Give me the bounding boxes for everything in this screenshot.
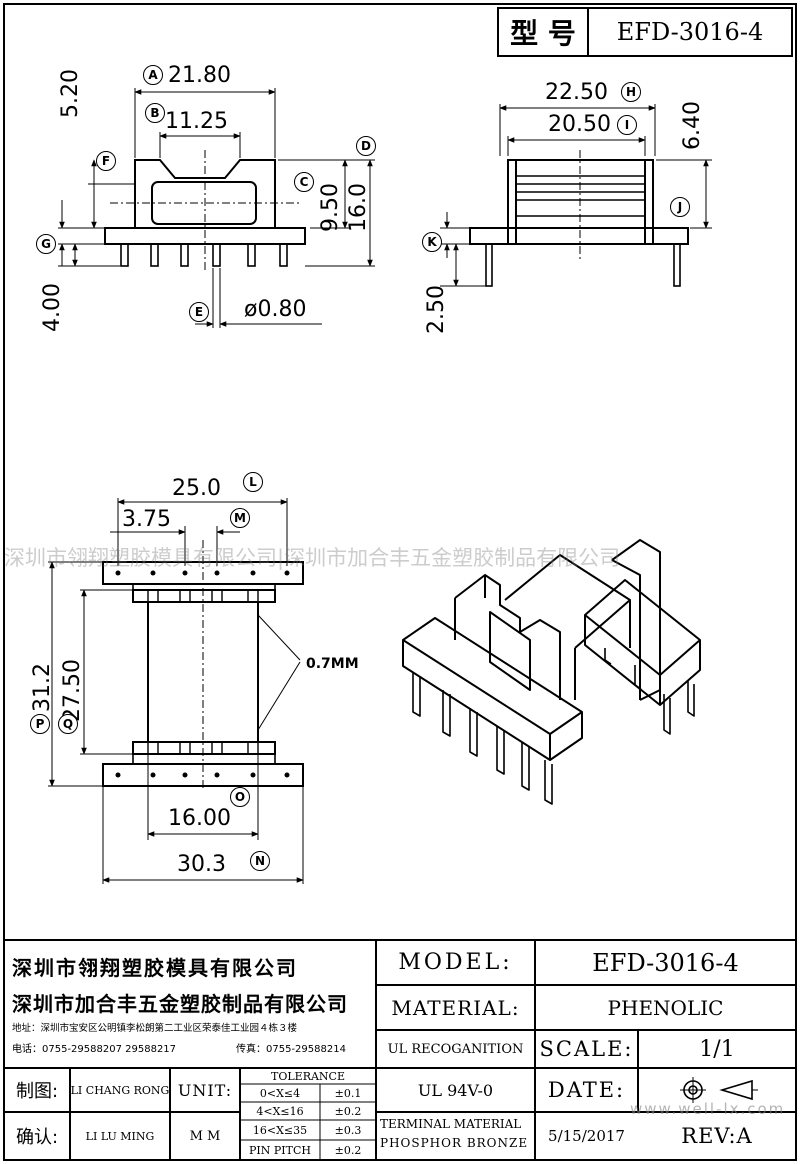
- side-view: [440, 104, 712, 287]
- dim-mid-height-1: 9.50: [318, 183, 343, 232]
- company-name-2: 深圳市加合丰五金塑胶制品有限公司: [12, 992, 348, 1016]
- dim-h-value: 22.50: [545, 80, 608, 105]
- check-label: 确认:: [15, 1127, 59, 1148]
- unit-value: M M: [189, 1128, 221, 1144]
- label-circle-g: G: [36, 234, 56, 254]
- drawn-by-value: LI CHANG RONG: [70, 1083, 170, 1097]
- scale-label: SCALE:: [539, 1037, 634, 1061]
- tolerance-range: 0<X≤4: [259, 1086, 301, 1100]
- outer-frame: [3, 3, 797, 1161]
- label-circle-k: K: [422, 232, 442, 252]
- label-circle-n: N: [250, 851, 270, 871]
- dim-b-value: 11.25: [165, 109, 228, 134]
- tolerance-value: ±0.1: [334, 1086, 362, 1100]
- label-circle-c: C: [294, 172, 314, 192]
- website-watermark: www.well-lx.com: [630, 1100, 786, 1118]
- dim-o-value: 16.00: [168, 806, 231, 831]
- dim-mid-height-2: 16.0: [346, 183, 371, 232]
- ul-label: UL RECOGANITION: [387, 1041, 524, 1057]
- header-model-value: EFD-3016-4: [616, 18, 764, 46]
- model-label: MODEL:: [398, 950, 513, 975]
- dim-pin-diameter: ø0.80: [244, 297, 307, 322]
- dim-side-pin: 2.50: [424, 285, 449, 334]
- header-model-label: 型 号: [510, 17, 576, 50]
- tolerance-title: TOLERANCE: [271, 1069, 345, 1083]
- dim-p-value: 31.2: [30, 663, 55, 712]
- company-address: 地址：深圳市宝安区公明镇李松朗第二工业区荣泰佳工业园４栋３楼: [12, 1023, 298, 1034]
- tolerance-value: ±0.2: [334, 1143, 362, 1157]
- isometric-view: [402, 539, 701, 805]
- label-circle-p: P: [30, 714, 50, 734]
- label-circle-d: D: [356, 136, 376, 156]
- dim-l-value: 25.0: [172, 476, 221, 501]
- company-name-1: 深圳市翎翔塑胶模具有限公司: [12, 956, 298, 980]
- projection-symbol-icon: [680, 1077, 758, 1103]
- terminal-material-value: PHOSPHOR BRONZE: [380, 1136, 529, 1150]
- terminal-material-label: TERMINAL MATERIAL: [380, 1117, 522, 1131]
- material-value: PHENOLIC: [607, 995, 724, 1020]
- tolerance-value: ±0.2: [334, 1104, 362, 1118]
- model-value: EFD-3016-4: [592, 948, 739, 977]
- dim-q-value: 27.50: [60, 659, 85, 722]
- company-fax: 传真：0755-29588214: [236, 1044, 346, 1055]
- dim-top-height: 5.20: [58, 69, 83, 118]
- company-phone: 电话：0755-29588207 29588217: [12, 1044, 177, 1055]
- front-view: [58, 88, 375, 328]
- label-circle-b: B: [145, 103, 165, 123]
- label-circle-q: Q: [58, 714, 78, 734]
- dim-a-value: 21.80: [168, 63, 231, 88]
- dim-i-value: 20.50: [548, 112, 611, 137]
- tolerance-range: 4<X≤16: [256, 1104, 304, 1118]
- dim-side-height: 6.40: [680, 101, 705, 150]
- label-circle-e: E: [189, 302, 209, 322]
- watermark-text: 深圳市翎翔塑胶模具有限公司|深圳市加合丰五金塑胶制品有限公司: [4, 546, 621, 570]
- label-circle-i: I: [617, 115, 637, 135]
- title-block-grid: [4, 939, 796, 1160]
- bottom-view: [48, 498, 304, 884]
- dim-slot-value: 0.7MM: [306, 656, 359, 672]
- checked-by-value: LI LU MING: [85, 1129, 155, 1143]
- revision-value: REV:A: [681, 1124, 753, 1148]
- dim-pin-length: 4.00: [40, 283, 65, 332]
- label-circle-m: M: [230, 508, 250, 528]
- label-circle-j: J: [670, 197, 690, 217]
- label-circle-h: H: [621, 82, 641, 102]
- material-label: MATERIAL:: [391, 995, 520, 1020]
- dim-n-value: 30.3: [177, 852, 226, 877]
- label-circle-f: F: [96, 151, 116, 171]
- date-value: 5/15/2017: [548, 1127, 625, 1145]
- label-circle-a: A: [143, 65, 163, 85]
- ul-value: UL 94V-0: [417, 1080, 494, 1100]
- dim-m-value: 3.75: [122, 507, 171, 532]
- tolerance-range: PIN PITCH: [249, 1143, 311, 1157]
- label-circle-o: O: [230, 787, 250, 807]
- scale-value: 1/1: [699, 1036, 735, 1062]
- drawn-label: 制图:: [15, 1081, 59, 1102]
- header-box: [497, 7, 793, 57]
- label-circle-l: L: [243, 472, 263, 492]
- date-label: DATE:: [547, 1078, 626, 1102]
- tolerance-value: ±0.3: [334, 1123, 362, 1137]
- unit-label: UNIT:: [177, 1080, 233, 1100]
- tolerance-range: 16<X≤35: [252, 1123, 308, 1137]
